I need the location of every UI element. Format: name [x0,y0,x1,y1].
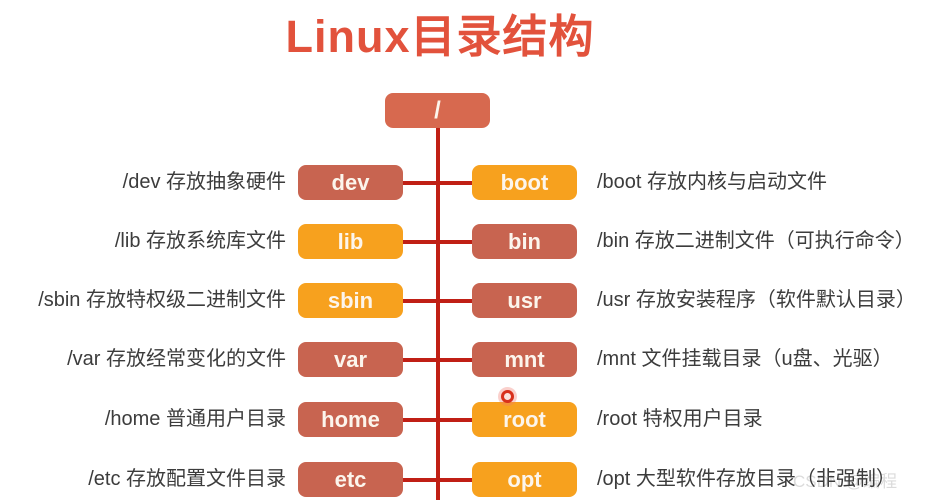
connector-line [400,240,475,244]
node-root-dir-label: root [503,406,546,432]
red-dot-marker-icon [501,390,514,403]
tree-spine-line [436,125,440,500]
node-mnt-label: mnt [504,346,545,372]
node-root-label: / [434,96,441,124]
node-opt: opt [472,462,577,497]
node-usr: usr [472,283,577,318]
desc-lib: /lib 存放系统库文件 [114,230,286,252]
node-var: var [298,342,403,377]
node-boot-label: boot [500,169,549,195]
node-sbin-label: sbin [327,287,374,313]
node-usr-label: usr [507,287,542,313]
desc-etc: /etc 存放配置文件目录 [88,468,286,490]
connector-line [400,418,475,422]
connector-line [400,478,475,482]
connector-line [400,358,475,362]
desc-usr: /usr 存放安装程序（软件默认目录） [597,289,916,311]
node-dev: dev [298,165,403,200]
node-sbin: sbin [298,283,403,318]
node-bin-label: bin [508,228,541,254]
desc-boot: /boot 存放内核与启动文件 [597,171,828,193]
connector-line [400,181,475,185]
desc-var: /var 存放经常变化的文件 [67,348,286,370]
node-var-label: var [333,346,368,372]
desc-dev: /dev 存放抽象硬件 [122,171,286,193]
node-etc: etc [298,462,403,497]
node-bin: bin [472,224,577,259]
desc-opt: /opt 大型软件存放目录（非强制） [597,468,896,490]
node-dev-label: dev [331,169,370,195]
node-mnt: mnt [472,342,577,377]
connector-line [400,299,475,303]
node-boot: boot [472,165,577,200]
desc-sbin: /sbin 存放特权级二进制文件 [38,289,286,311]
node-home: home [298,402,403,437]
desc-bin: /bin 存放二进制文件（可执行命令） [597,230,915,252]
node-etc-label: etc [334,466,367,492]
page-title: Linux目录结构 [285,11,595,62]
csdn-watermark: CSDN @编程 [793,472,898,491]
desc-home: /home 普通用户目录 [104,408,286,430]
node-lib: lib [298,224,403,259]
node-home-label: home [321,406,380,432]
desc-mnt: /mnt 文件挂载目录（u盘、光驱） [597,348,893,370]
node-root: / [385,93,490,128]
node-root-dir: root [472,402,577,437]
node-opt-label: opt [507,466,542,492]
node-lib-label: lib [337,228,364,254]
desc-root: /root 特权用户目录 [597,408,763,430]
